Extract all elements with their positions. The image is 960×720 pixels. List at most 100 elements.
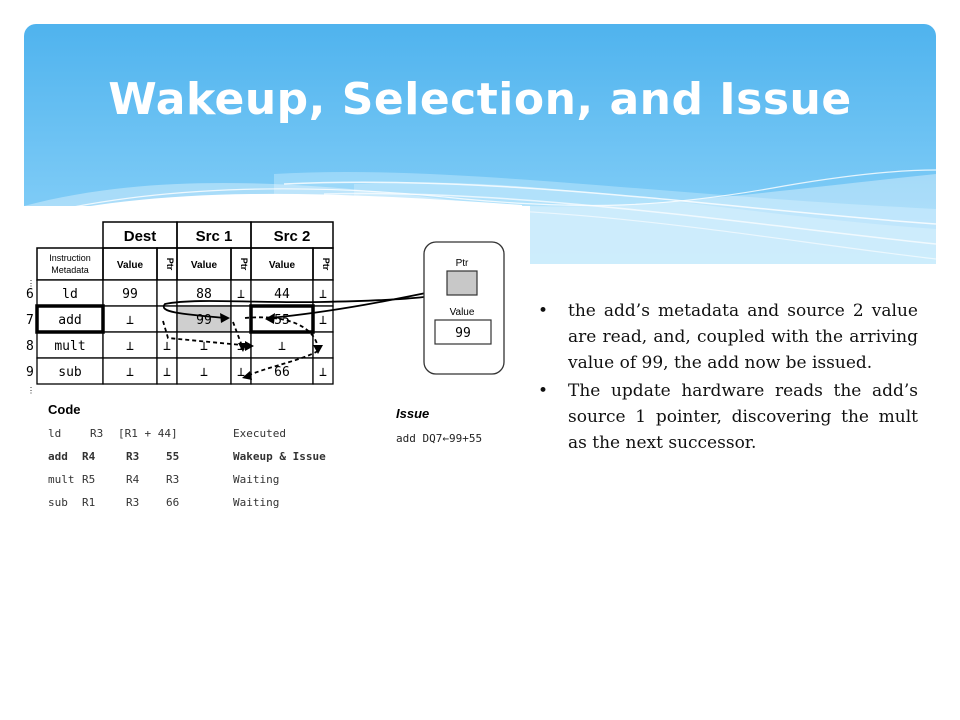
highlight-src2 (249, 304, 315, 334)
subheader-ptr: Ptr (239, 258, 249, 271)
code-src2: R3 (166, 473, 179, 486)
cell-value: ⊥ (237, 287, 245, 302)
row-metadata: add (58, 313, 81, 328)
code-line: add R4 R3 55 Wakeup & Issue (48, 450, 326, 463)
table-cell (230, 305, 252, 333)
cell-value: ⊥ (126, 365, 134, 380)
code-op: add (48, 450, 68, 463)
code-line: sub R1 R3 66 Waiting (48, 496, 279, 509)
wakeup-figure: Dest Src 1 Src 2 Instruction Metadata Va… (20, 206, 530, 526)
code-src1: [R1 + 44] (118, 427, 178, 440)
ellipsis-icon: ⋮ (27, 386, 35, 395)
issue-heading: Issue (396, 406, 429, 421)
code-op: sub (48, 496, 68, 509)
row-metadata: sub (58, 365, 82, 380)
wave-line (24, 169, 936, 219)
code-status: Wakeup & Issue (233, 450, 326, 463)
subheader-ptr: Ptr (321, 258, 331, 271)
table-cell (250, 357, 314, 385)
bullet-text: The update hardware reads the add’s sour… (568, 381, 918, 453)
bullet-text: the add’s metadata and source 2 value ar… (568, 301, 918, 373)
table-cell (102, 331, 158, 359)
cell-value: ⊥ (319, 365, 327, 380)
bullet-item: •the add’s metadata and source 2 value a… (538, 298, 918, 376)
cell-value: ⊥ (126, 339, 134, 354)
code-heading: Code (48, 402, 81, 417)
arrow-head (245, 341, 254, 351)
cell-value: ⊥ (200, 365, 208, 380)
metadata-header-line1: Instruction (49, 253, 91, 263)
register-box: Ptr Value 99 (423, 241, 505, 375)
subheader-value: Value (117, 260, 144, 271)
code-dest: R4 (82, 450, 96, 463)
code-dest: R5 (82, 473, 95, 486)
code-line: mult R5 R4 R3 Waiting (48, 473, 279, 486)
code-dest: R1 (82, 496, 95, 509)
cell-value: 99 (122, 287, 138, 302)
subheader-ptr: Ptr (165, 258, 175, 271)
cell-value: ⊥ (126, 313, 134, 328)
code-dest: R3 (90, 427, 103, 440)
register-ptr-cell (446, 270, 478, 296)
arrow-heads (220, 313, 323, 380)
arrow-dashed (162, 320, 253, 347)
row-metadata: mult (54, 339, 85, 354)
cell-value: ⊥ (163, 339, 171, 354)
arrow-head (313, 345, 323, 354)
register-value-cell (434, 319, 492, 345)
arrow-head (265, 313, 275, 324)
cell-value: ⊥ (278, 339, 286, 354)
row-index: 8 (26, 339, 34, 354)
row-metadata: ld (62, 287, 78, 302)
register-value-label: Value (450, 307, 475, 318)
ellipsis-icon: ⋮ (27, 279, 35, 288)
bullet-item: • The update hardware reads the add’s sou… (538, 378, 918, 456)
table-cell (36, 305, 104, 333)
row-index: 6 (26, 287, 34, 302)
issue-line: add DQ7←99+55 (396, 432, 482, 445)
bullet-dot-icon: • (538, 381, 549, 401)
code-src1: R4 (126, 473, 140, 486)
arrow-head (242, 371, 252, 380)
arrow-dashed (246, 350, 319, 377)
metadata-header-line2: Metadata (51, 265, 89, 275)
cell-value: 88 (196, 287, 212, 302)
table-group-header: Dest Src 1 Src 2 (102, 221, 334, 249)
cell-value: ⊥ (319, 287, 327, 302)
cell-value: 66 (274, 365, 290, 380)
highlight-metadata (35, 304, 105, 334)
table-cell (312, 357, 334, 385)
code-status: Executed (233, 427, 286, 440)
cell-value: ⊥ (200, 339, 208, 354)
code-op: mult (48, 473, 75, 486)
arrow-dashed (232, 321, 243, 347)
page-title: Wakeup, Selection, and Issue (108, 74, 852, 125)
row-index: 7 (26, 313, 34, 328)
arrow-head (220, 313, 230, 323)
table-cell (36, 279, 104, 307)
table-body: 6ld9988⊥44⊥7add⊥9955⊥8mult⊥⊥⊥⊥⊥9sub⊥⊥⊥⊥6… (26, 279, 334, 395)
code-status: Waiting (233, 496, 279, 509)
cell-value: ⊥ (319, 313, 327, 328)
code-src2: 55 (166, 450, 179, 463)
table-cell (102, 357, 158, 385)
code-status: Waiting (233, 473, 279, 486)
bullet-list: • the add’s metadata and source 2 value a… (538, 298, 918, 458)
code-src2: 66 (166, 496, 179, 509)
row-index: 9 (26, 365, 34, 380)
header-src2: Src 2 (274, 228, 311, 245)
wave-line (283, 181, 936, 225)
cell-value: 44 (274, 287, 290, 302)
subheader-value: Value (269, 260, 296, 271)
code-src1: R3 (126, 450, 139, 463)
cell-value: ⊥ (237, 365, 245, 380)
code-src1: R3 (126, 496, 139, 509)
arrow-head (238, 343, 247, 352)
header-dest: Dest (124, 228, 157, 245)
